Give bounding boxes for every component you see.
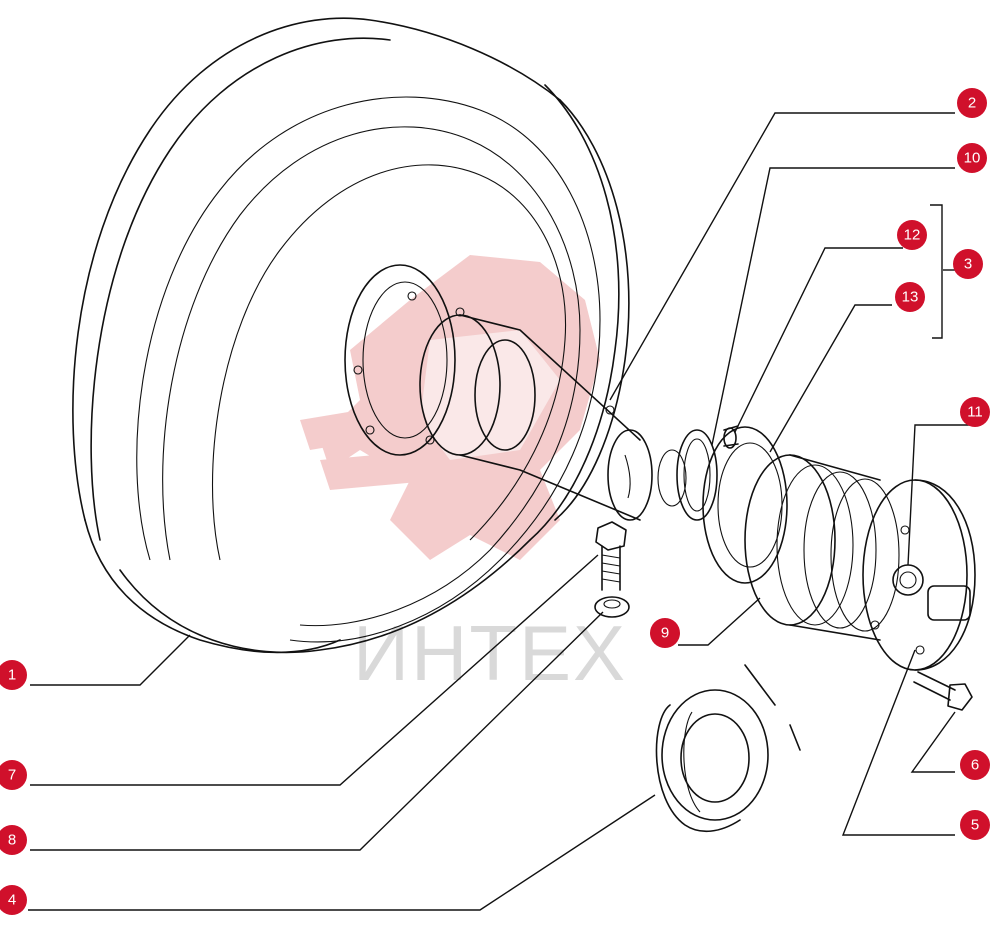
bushing xyxy=(744,454,900,641)
svg-text:7: 7 xyxy=(8,767,16,784)
callout-10[interactable]: 10 xyxy=(957,143,987,173)
seal-group-bracket xyxy=(930,204,943,339)
watermark-text: ИНТЕХ xyxy=(353,609,627,697)
callout-9[interactable]: 9 xyxy=(650,618,680,648)
svg-text:5: 5 xyxy=(971,817,979,834)
callout-2[interactable]: 2 xyxy=(957,88,987,118)
callout-11[interactable]: 11 xyxy=(960,397,990,427)
svg-text:4: 4 xyxy=(8,892,16,909)
svg-text:13: 13 xyxy=(902,289,919,306)
leader-7 xyxy=(30,554,599,786)
svg-text:9: 9 xyxy=(661,625,669,642)
callout-6[interactable]: 6 xyxy=(960,750,990,780)
end-cap-flange xyxy=(862,479,976,671)
leader-1 xyxy=(30,634,191,686)
leader-9 xyxy=(678,597,761,646)
guide-lines xyxy=(744,664,801,751)
watermark-logo xyxy=(300,255,600,560)
callout-8[interactable]: 8 xyxy=(0,825,27,855)
svg-text:11: 11 xyxy=(967,404,983,421)
idler-wheel xyxy=(72,17,630,654)
leader-13 xyxy=(769,304,892,453)
leader-11 xyxy=(907,424,980,566)
callout-5[interactable]: 5 xyxy=(960,810,990,840)
leader-11-12 xyxy=(734,247,903,433)
svg-text:6: 6 xyxy=(971,757,979,774)
cap-bolt xyxy=(913,671,973,711)
callout-13[interactable]: 13 xyxy=(895,282,925,312)
callouts: 1 2 3 4 5 6 7 8 9 10 11 12 13 xyxy=(0,88,990,915)
callout-4[interactable]: 4 xyxy=(0,885,27,915)
leader-2 xyxy=(609,112,955,401)
hex-bolt xyxy=(595,521,627,591)
leader-6 xyxy=(910,711,956,773)
retainer-ring xyxy=(702,426,788,584)
washer xyxy=(594,596,630,618)
leader-lines xyxy=(28,112,980,911)
svg-text:10: 10 xyxy=(964,150,981,167)
callout-1[interactable]: 1 xyxy=(0,660,27,690)
svg-text:1: 1 xyxy=(8,667,16,684)
callout-3[interactable]: 3 xyxy=(953,249,983,279)
leader-8 xyxy=(30,611,604,851)
svg-text:8: 8 xyxy=(8,832,16,849)
seal-ring xyxy=(655,689,769,833)
o-ring xyxy=(676,429,718,521)
callout-12[interactable]: 12 xyxy=(897,220,927,250)
svg-text:2: 2 xyxy=(968,95,976,112)
shaft xyxy=(419,314,687,521)
svg-text:12: 12 xyxy=(904,227,921,244)
leader-10 xyxy=(711,167,955,446)
callout-7[interactable]: 7 xyxy=(0,760,27,790)
leader-5 xyxy=(841,649,955,836)
leader-4 xyxy=(28,794,656,911)
svg-text:3: 3 xyxy=(964,256,972,273)
